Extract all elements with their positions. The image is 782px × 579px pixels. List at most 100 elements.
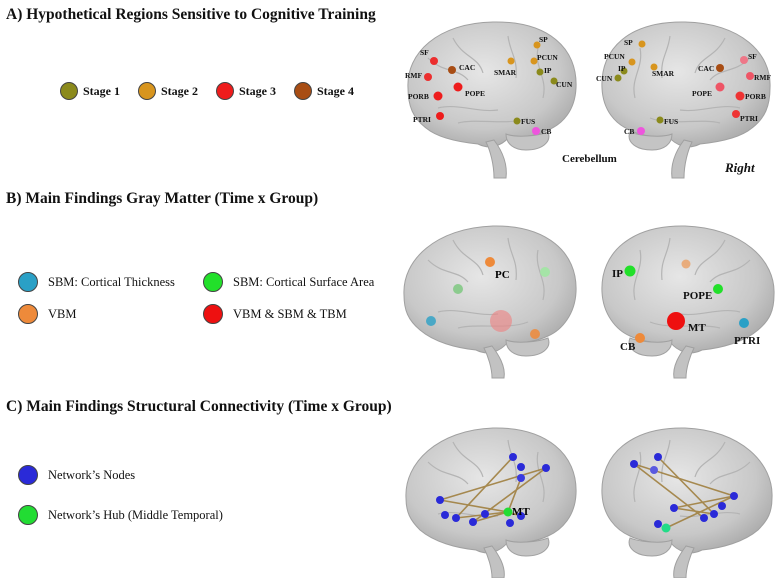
section-c-title: C) Main Findings Structural Connectivity… — [6, 398, 392, 415]
legend-label-stage-1: Stage 1 — [83, 83, 120, 98]
legend-item-stage-3: Stage 3 — [216, 82, 276, 100]
label-ip: IP — [612, 268, 623, 280]
network-node — [730, 492, 738, 500]
region-dot-ip-right — [620, 67, 628, 75]
legend-label-vbm-sbm-tbm: VBM & SBM & TBM — [233, 306, 347, 321]
label-cun-right: CUN — [596, 74, 613, 83]
legend-dot-vbm-sbm-tbm — [203, 304, 223, 324]
legend-label-network-hub: Network’s Hub (Middle Temporal) — [48, 507, 223, 522]
network-node — [517, 463, 525, 471]
label-rmf: RMF — [405, 71, 422, 80]
label-pcun: PCUN — [537, 53, 558, 62]
network-node — [517, 474, 525, 482]
label-ptri: PTRI — [734, 335, 760, 347]
region-dot-rmf-right — [746, 72, 754, 80]
network-node — [509, 453, 517, 461]
legend-dot-stage-3 — [216, 82, 234, 100]
legend-item-network-nodes: Network’s Nodes — [18, 465, 135, 485]
network-nodes-right — [630, 453, 738, 533]
region-dot-fus — [513, 117, 521, 125]
label-cac-right: CAC — [698, 64, 714, 73]
label-smar-right: SMAR — [652, 69, 675, 78]
legend-item-stage-4: Stage 4 — [294, 82, 354, 100]
network-node — [481, 510, 489, 518]
edge-right-5 — [673, 507, 715, 515]
region-dot-smar — [507, 57, 515, 65]
finding-dot-vbm-cerebellum — [530, 329, 540, 339]
finding-dot-ip — [624, 265, 636, 277]
right-hemisphere-label: Right — [725, 160, 755, 175]
label-sf-right: SF — [748, 52, 757, 61]
legend-label-stage-2: Stage 2 — [161, 83, 198, 98]
brain-a-right: SP PCUN IP CUN SMAR CAC SF RMF POPE PORB… — [596, 21, 771, 179]
label-fus-right: FUS — [664, 117, 678, 126]
legend-item-cortical-thickness: SBM: Cortical Thickness — [18, 272, 175, 292]
legend-label-stage-4: Stage 4 — [317, 83, 354, 98]
label-fus: FUS — [521, 117, 535, 126]
region-dot-pope — [453, 82, 463, 92]
label-porb: PORB — [408, 92, 429, 101]
legend-dot-stage-2 — [138, 82, 156, 100]
region-dot-ip — [536, 68, 544, 76]
legend-label-vbm: VBM — [48, 306, 77, 321]
brain-c-right — [601, 427, 773, 578]
network-node — [718, 502, 726, 510]
edge-left-8 — [507, 477, 522, 513]
legend-item-vbm-sbm-tbm: VBM & SBM & TBM — [203, 304, 347, 324]
region-dot-cb — [532, 127, 540, 135]
finding-dot-pc — [485, 257, 495, 267]
brain-a-left: SF RMF PORB PTRI CAC POPE SMAR SP PCUN I… — [405, 21, 577, 179]
legend-dot-stage-1 — [60, 82, 78, 100]
network-node — [670, 504, 678, 512]
edge-left-3 — [455, 456, 514, 519]
edge-left-4 — [439, 499, 509, 513]
region-dot-sf — [430, 57, 438, 65]
network-hub — [503, 507, 513, 517]
network-node — [517, 512, 525, 520]
finding-dot-combined-temporal — [490, 310, 512, 332]
finding-dot-cb — [635, 333, 645, 343]
label-sp-right: SP — [624, 38, 633, 47]
finding-dot-ptri — [739, 318, 749, 328]
label-ptri: PTRI — [413, 115, 431, 124]
label-pcun-right: PCUN — [604, 52, 625, 61]
region-dot-cac-right — [716, 64, 724, 72]
region-dot-cac — [448, 66, 456, 74]
region-dot-rmf — [424, 73, 432, 81]
label-ptri-right: PTRI — [740, 114, 758, 123]
finding-dot-surface-frontal — [453, 284, 463, 294]
region-dot-cun-right — [614, 74, 622, 82]
stage-legend: Stage 1 Stage 2 Stage 3 Stage 4 — [60, 82, 354, 100]
finding-dot-thickness-frontal — [426, 316, 436, 326]
network-nodes-left — [436, 453, 550, 527]
region-dot-sf-right — [740, 56, 748, 64]
label-cb: CB — [620, 341, 636, 353]
label-pc: PC — [495, 269, 510, 281]
label-mt: MT — [688, 322, 706, 334]
network-node — [700, 514, 708, 522]
brain-b-left: PC — [403, 225, 577, 379]
label-cb-right: CB — [624, 127, 634, 136]
label-pope: POPE — [683, 290, 712, 302]
label-sf: SF — [420, 48, 429, 57]
edge-left-1 — [439, 467, 547, 501]
cerebellum-label: Cerebellum — [562, 153, 617, 165]
brain-b-right: IP POPE MT CB PTRI — [601, 225, 775, 379]
brain-c-left: MT — [405, 427, 577, 578]
network-node — [630, 460, 638, 468]
network-node — [710, 510, 718, 518]
label-sp: SP — [539, 35, 548, 44]
label-ip: IP — [544, 66, 552, 75]
network-node — [452, 514, 460, 522]
label-rmf-right: RMF — [754, 73, 771, 82]
legend-item-stage-2: Stage 2 — [138, 82, 198, 100]
region-dot-fus-right — [656, 116, 664, 124]
legend-label-cortical-thickness: SBM: Cortical Thickness — [48, 274, 175, 289]
finding-dot-mt — [667, 312, 685, 330]
finding-dot-pope — [713, 284, 723, 294]
label-cun: CUN — [556, 80, 573, 89]
region-dot-cb-right — [637, 127, 645, 135]
brain-a-right-nodes — [614, 40, 754, 135]
edge-right-6 — [665, 495, 735, 529]
label-ip-right: IP — [618, 64, 626, 73]
